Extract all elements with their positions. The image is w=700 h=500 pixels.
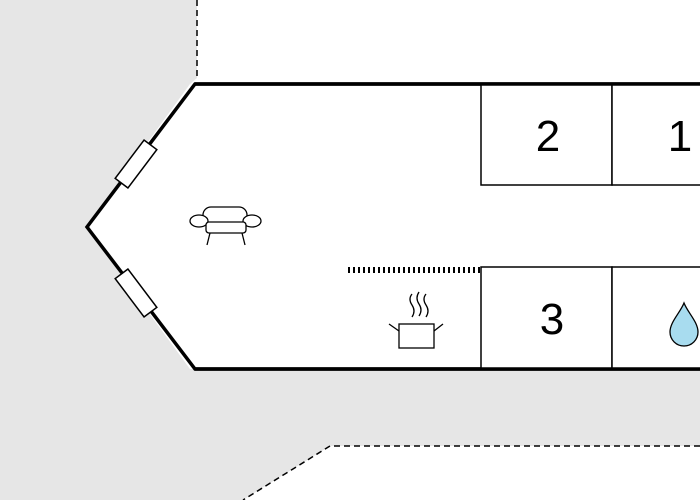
room-2: 2 xyxy=(480,83,613,186)
sofa-icon xyxy=(189,206,262,246)
room-number: 2 xyxy=(536,112,560,161)
room-1: 1 xyxy=(611,83,700,186)
outer-wall-overlay xyxy=(195,82,700,371)
room-3: 3 xyxy=(480,266,613,370)
cooking-pot-icon xyxy=(388,291,444,349)
room-number: 1 xyxy=(668,112,692,161)
water-drop-icon xyxy=(669,301,699,347)
window-icon xyxy=(114,267,158,319)
property-boundary-bottom xyxy=(242,445,700,500)
window-icon xyxy=(114,138,158,190)
room-number: 3 xyxy=(540,295,564,344)
